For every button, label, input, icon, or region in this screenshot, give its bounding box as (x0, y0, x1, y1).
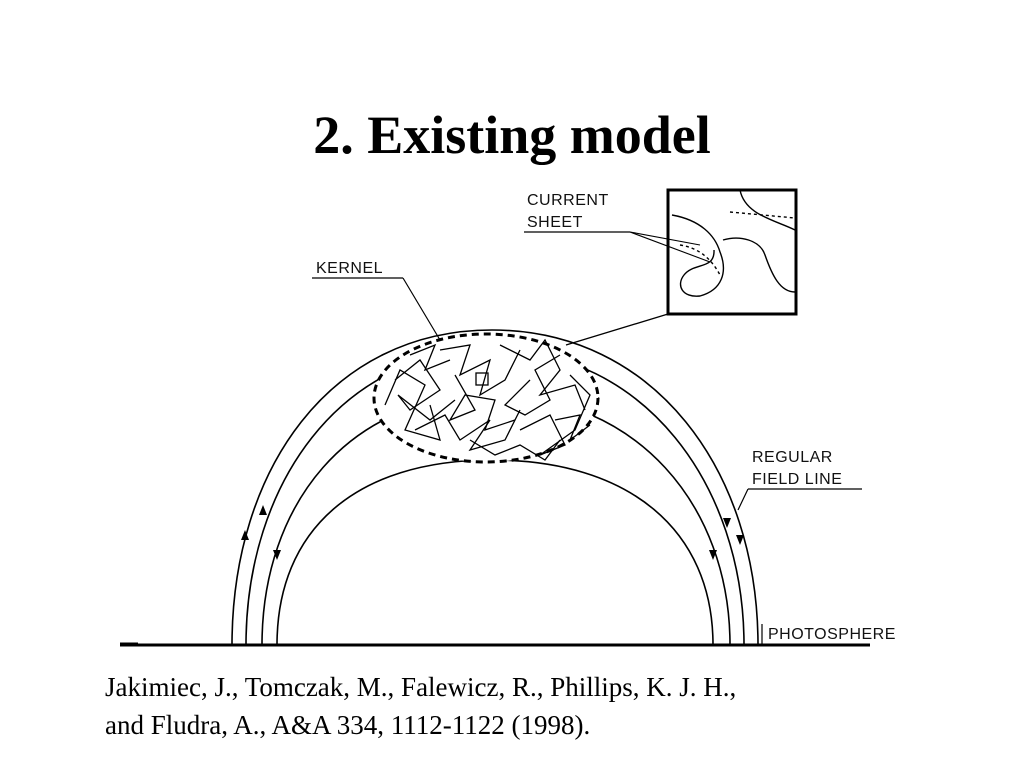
kernel-tangle (384, 338, 591, 461)
slide-title: 2. Existing model (313, 105, 711, 165)
label-photosphere: PHOTOSPHERE (768, 626, 896, 643)
current-sheet-leader-2 (629, 231, 711, 263)
field-line-arrows (241, 394, 744, 560)
citation-line-1: Jakimiec, J., Tomczak, M., Falewicz, R.,… (105, 672, 737, 702)
citation: Jakimiec, J., Tomczak, M., Falewicz, R.,… (105, 668, 985, 744)
current-sheet-inset-lines (671, 189, 796, 297)
label-regular-line2: FIELD LINE (752, 471, 842, 488)
current-sheet-inset (666, 188, 798, 316)
arrow-right-outer (736, 535, 744, 545)
arrow-right-mid (723, 518, 731, 528)
citation-line-2: and Fludra, A., A&A 334, 1112-1122 (1998… (105, 710, 591, 740)
label-regular-line1: REGULAR (752, 449, 833, 466)
label-current-sheet-line2: SHEET (527, 214, 583, 231)
regular-field-leader (737, 488, 749, 511)
arrow-left-mid (259, 505, 267, 515)
arrow-left-outer (241, 530, 249, 540)
arrow-right-inner (709, 550, 717, 560)
current-sheet-leader-1 (629, 231, 701, 246)
field-line-inner (276, 459, 714, 646)
field-line-outer (231, 329, 759, 646)
kernel-leader (402, 277, 441, 341)
label-current-sheet-line1: CURRENT (527, 192, 609, 209)
inset-connector (565, 313, 669, 346)
arrow-left-inner (273, 550, 281, 560)
label-kernel: KERNEL (316, 260, 383, 277)
